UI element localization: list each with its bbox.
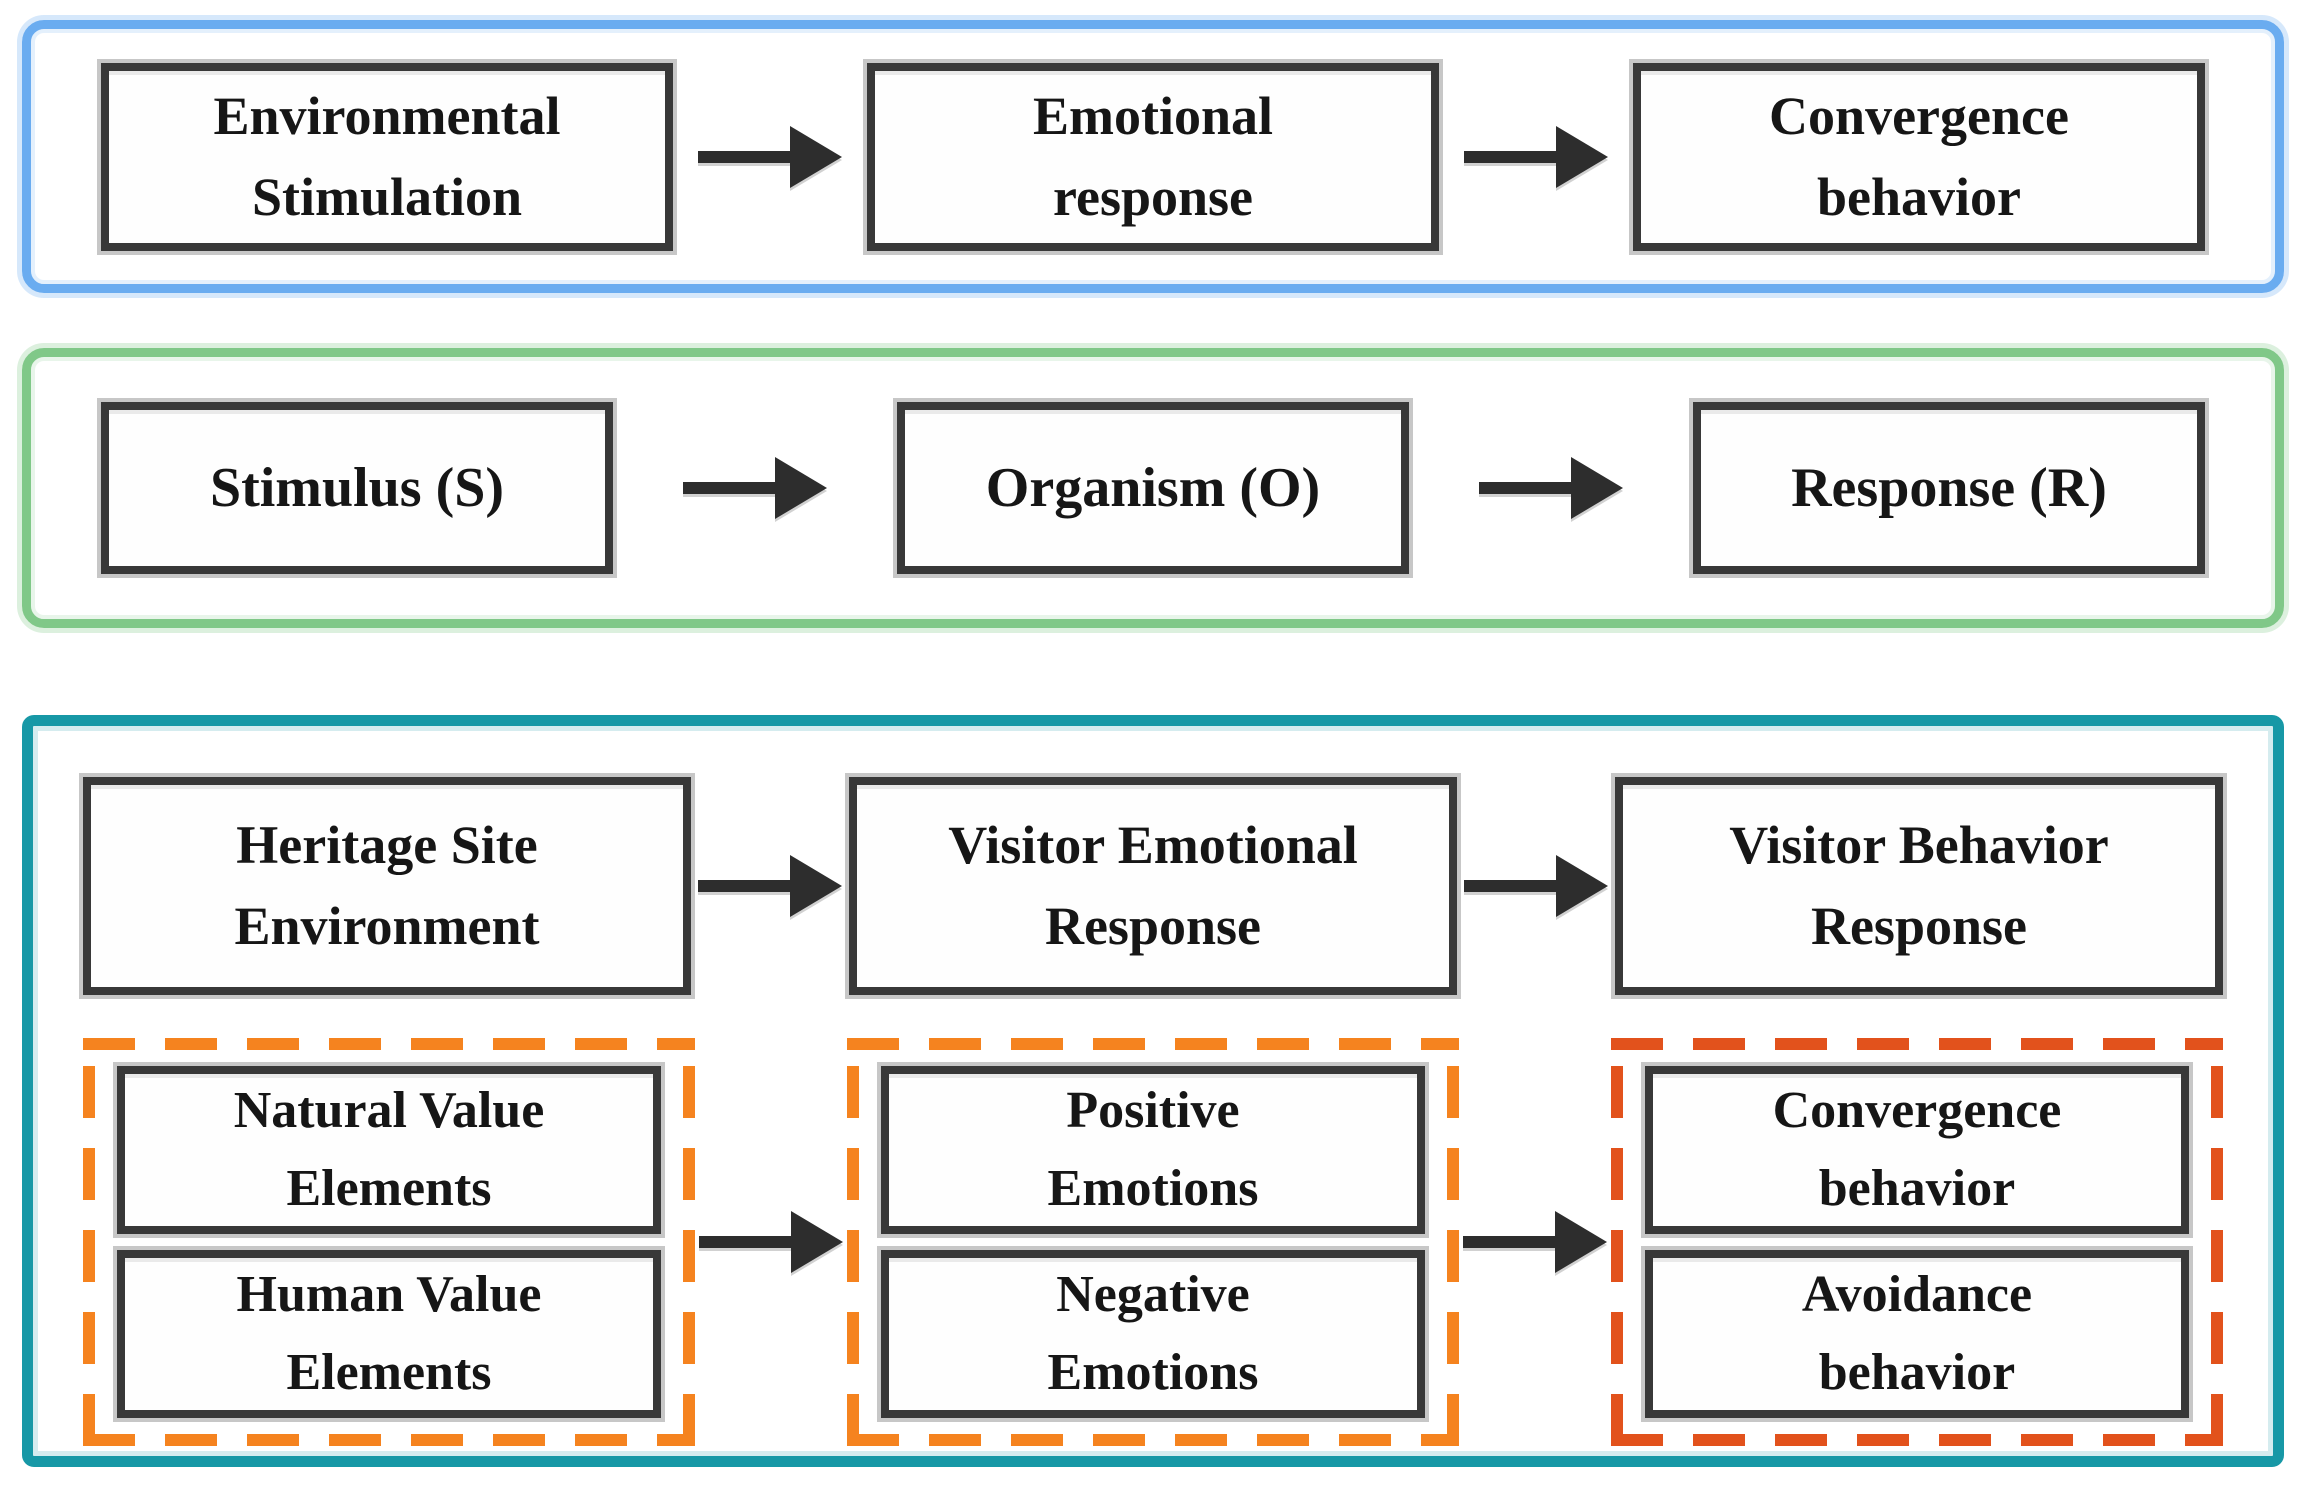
box-stimulus: Stimulus (S) xyxy=(97,398,617,578)
arrow-shaft xyxy=(1464,880,1556,892)
box-human-value-elements: Human Value Elements xyxy=(113,1246,665,1422)
arrow-shaft xyxy=(698,150,790,163)
arrow-head xyxy=(1555,1211,1607,1273)
arrow-head xyxy=(775,457,827,519)
panel-general-model: Environmental Stimulation Emotional resp… xyxy=(22,20,2284,293)
arrow-right-icon xyxy=(1464,125,1608,188)
arrow-shaft xyxy=(1463,1236,1555,1248)
arrow-head xyxy=(791,1211,843,1273)
arrow-shaft xyxy=(1479,482,1571,494)
arrow-right-icon xyxy=(699,1211,843,1273)
arrow-head xyxy=(1571,457,1623,519)
arrow-shaft xyxy=(698,880,790,892)
heritage-detail-flow: Natural Value Elements Human Value Eleme… xyxy=(83,1038,2223,1446)
box-natural-value-elements: Natural Value Elements xyxy=(113,1062,665,1238)
arrow-shaft xyxy=(1464,150,1556,163)
box-avoidance-behavior: Avoidance behavior xyxy=(1641,1246,2193,1422)
arrow-head xyxy=(790,125,842,188)
box-organism: Organism (O) xyxy=(893,398,1413,578)
arrow-head xyxy=(790,855,842,917)
arrow-right-icon xyxy=(1463,1211,1607,1273)
heritage-main-flow: Heritage Site Environment Visitor Emotio… xyxy=(79,760,2227,1012)
box-environmental-stimulation: Environmental Stimulation xyxy=(97,58,677,255)
box-emotional-response: Emotional response xyxy=(863,58,1443,255)
panel-sor-framework: Stimulus (S) Organism (O) Response (R) xyxy=(22,348,2284,628)
arrow-shaft xyxy=(683,482,775,494)
group-stimulus-elements: Natural Value Elements Human Value Eleme… xyxy=(83,1038,695,1446)
panel-heritage-application: Heritage Site Environment Visitor Emotio… xyxy=(22,715,2284,1467)
arrow-right-icon xyxy=(1479,457,1623,519)
group-behaviors: Convergence behavior Avoidance behavior xyxy=(1611,1038,2223,1446)
arrow-head xyxy=(1556,125,1608,188)
arrow-right-icon xyxy=(698,125,842,188)
arrow-right-icon xyxy=(1464,855,1608,917)
arrow-right-icon xyxy=(698,855,842,917)
box-convergence-behavior: Convergence behavior xyxy=(1629,58,2209,255)
box-negative-emotions: Negative Emotions xyxy=(877,1246,1429,1422)
group-emotions: Positive Emotions Negative Emotions xyxy=(847,1038,1459,1446)
box-visitor-behavior-response: Visitor Behavior Response xyxy=(1611,773,2227,999)
arrow-head xyxy=(1556,855,1608,917)
arrow-right-icon xyxy=(683,457,827,519)
box-convergence-behavior-detail: Convergence behavior xyxy=(1641,1062,2193,1238)
arrow-shaft xyxy=(699,1236,791,1248)
box-positive-emotions: Positive Emotions xyxy=(877,1062,1429,1238)
box-visitor-emotional-response: Visitor Emotional Response xyxy=(845,773,1461,999)
box-response: Response (R) xyxy=(1689,398,2209,578)
box-heritage-site-environment: Heritage Site Environment xyxy=(79,773,695,999)
